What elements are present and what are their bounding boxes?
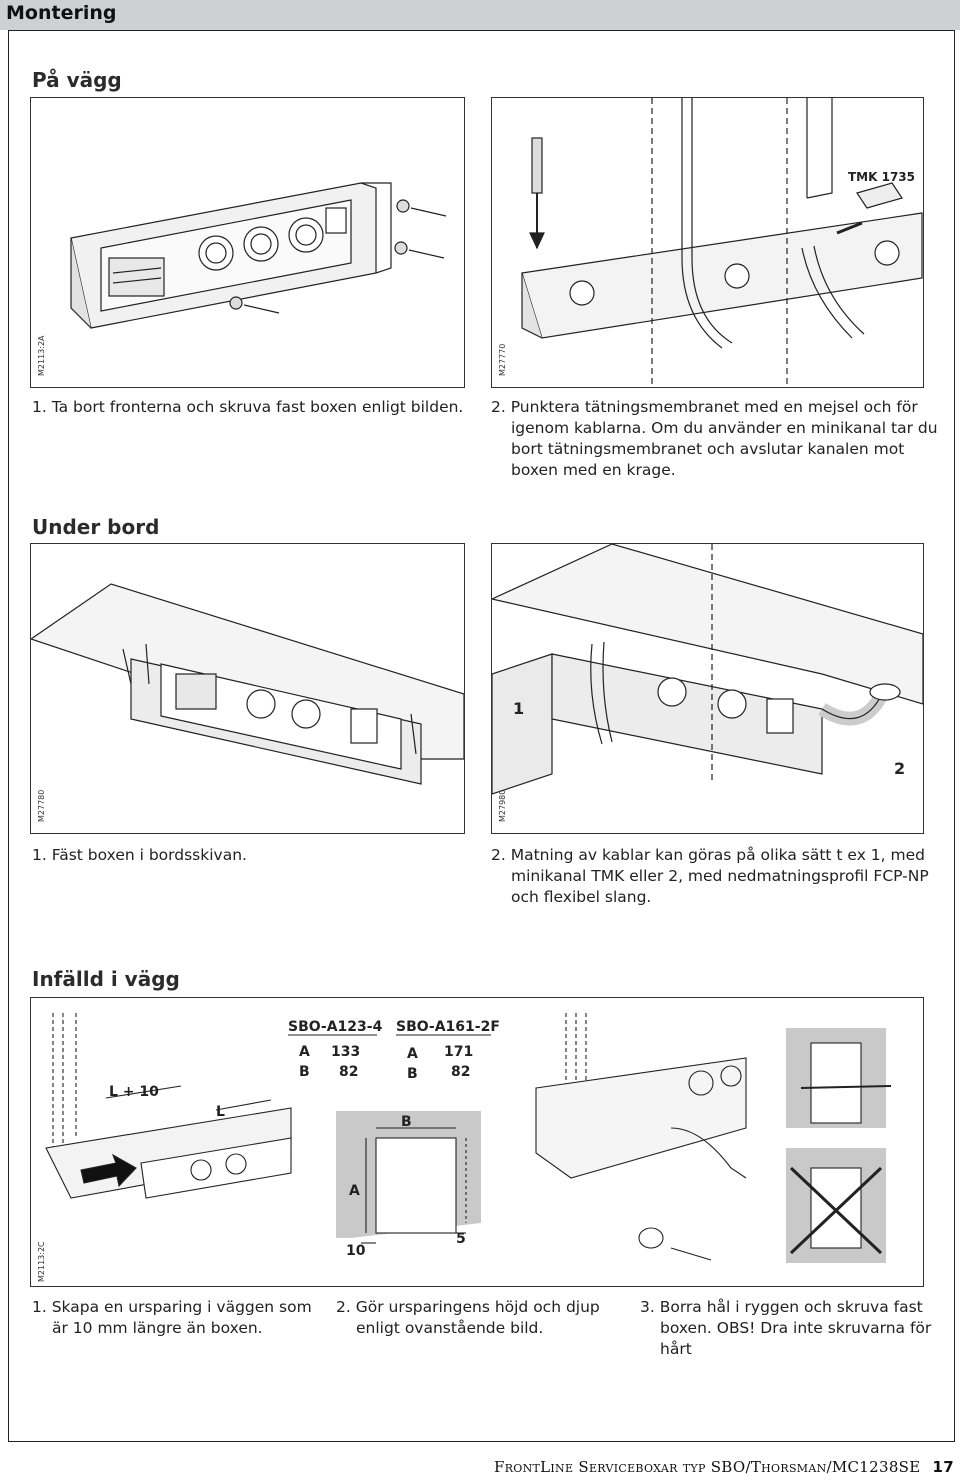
dim-label-a: A — [349, 1183, 360, 1199]
page-footer: FrontLine Serviceboxar typ SBO/Thorsman/… — [494, 1458, 954, 1476]
section-title-under: Under bord — [32, 515, 160, 539]
section-title-recessed: Infälld i vägg — [32, 967, 180, 991]
dim-a-value: 133 — [331, 1044, 360, 1060]
figure-code: M2113:2C — [37, 1241, 46, 1282]
model-table-sbo-a161-2f: SBO-A161-2F A 171 B 82 — [396, 1019, 500, 1082]
footer-text: FrontLine Serviceboxar typ SBO/Thorsman/… — [493, 1458, 921, 1476]
figure-code: M27770 — [498, 343, 507, 376]
figure-recessed: L + 10 L B A 10 5 SBO-A123-4 A 133 B 82 … — [30, 997, 924, 1287]
model-name: SBO-A123-4 — [288, 1019, 383, 1035]
dim-a-value: 171 — [444, 1044, 473, 1060]
caption-line: 3. Borra hål i ryggen och skruva fast — [640, 1298, 923, 1316]
caption-wall-1: 1. Ta bort fronterna och skruva fast box… — [32, 398, 464, 416]
caption-line: 2. Punktera tätningsmembranet med en mej… — [491, 398, 918, 416]
dim-label-5: 5 — [456, 1231, 466, 1247]
caption-line: 2. Matning av kablar kan göras på olika … — [491, 846, 925, 864]
header-bar — [0, 0, 960, 30]
wall-box-drawing — [70, 182, 447, 329]
dim-label-10: 10 — [346, 1243, 366, 1259]
dim-a-label: A — [299, 1044, 310, 1060]
caption-line: minikanal TMK eller 2, med nedmatningspr… — [511, 867, 929, 885]
caption-line: 2. Gör ursparingens höjd och djup — [336, 1298, 600, 1316]
caption-wall-2: 2. Punktera tätningsmembranet med en mej… — [491, 397, 951, 481]
page-title: Montering — [6, 2, 117, 24]
recessed-drawing: L + 10 L B A 10 5 SBO-A123-4 A 133 B 82 … — [45, 1013, 892, 1263]
figure-code: M27980 — [498, 789, 507, 822]
caption-line: är 10 mm längre än boxen. — [52, 1319, 263, 1337]
caption-recessed-3: 3. Borra hål i ryggen och skruva fast bo… — [640, 1297, 940, 1360]
dim-b-value: 82 — [451, 1064, 470, 1080]
figure-under-desk-feed: 1 2 — [491, 543, 924, 834]
figure-code: M2113:2A — [37, 335, 46, 376]
page-number: 17 — [932, 1458, 954, 1476]
model-name: SBO-A161-2F — [396, 1019, 500, 1035]
feed-option-1-label: 1 — [513, 699, 524, 718]
figure-code: M27780 — [37, 789, 46, 822]
caption-under-1: 1. Fäst boxen i bordsskivan. — [32, 846, 247, 864]
caption-recessed-1: 1. Skapa en ursparing i väggen som är 10… — [32, 1297, 322, 1339]
dim-b-label: B — [407, 1066, 418, 1082]
cable-entry-drawing: TMK 1735 — [521, 98, 923, 387]
dim-label-l: L — [216, 1104, 225, 1120]
under-desk-feed-drawing: 1 2 — [492, 544, 923, 795]
content-frame — [8, 30, 955, 1442]
section-title-wall: På vägg — [32, 68, 122, 92]
caption-line: 1. Skapa en ursparing i väggen som — [32, 1298, 312, 1316]
caption-line: hårt — [660, 1340, 692, 1358]
caption-line: boxen. OBS! Dra inte skruvarna för — [660, 1319, 932, 1337]
caption-line: enligt ovanstående bild. — [356, 1319, 544, 1337]
figure-cable-entry: TMK 1735 — [491, 97, 924, 388]
caption-line: boxen med en krage. — [511, 461, 676, 479]
model-table-sbo-a123-4: SBO-A123-4 A 133 B 82 — [288, 1019, 383, 1080]
dim-b-label: B — [299, 1064, 310, 1080]
caption-line: och flexibel slang. — [511, 888, 652, 906]
figure-wall-mount — [30, 97, 465, 388]
caption-recessed-2: 2. Gör ursparingens höjd och djup enligt… — [336, 1297, 636, 1339]
feed-option-2-label: 2 — [894, 759, 905, 778]
tmk-label: TMK 1735 — [848, 170, 915, 184]
caption-line: bort tätningsmembranet och avslutar kana… — [511, 440, 905, 458]
figure-under-desk — [30, 543, 465, 834]
dim-b-value: 82 — [339, 1064, 358, 1080]
caption-under-2: 2. Matning av kablar kan göras på olika … — [491, 845, 951, 908]
caption-line: igenom kablarna. Om du använder en minik… — [511, 419, 938, 437]
under-desk-drawing — [31, 583, 464, 785]
dim-label-b: B — [401, 1114, 412, 1130]
dim-a-label: A — [407, 1046, 418, 1062]
dim-label-l-plus-10: L + 10 — [109, 1084, 159, 1100]
